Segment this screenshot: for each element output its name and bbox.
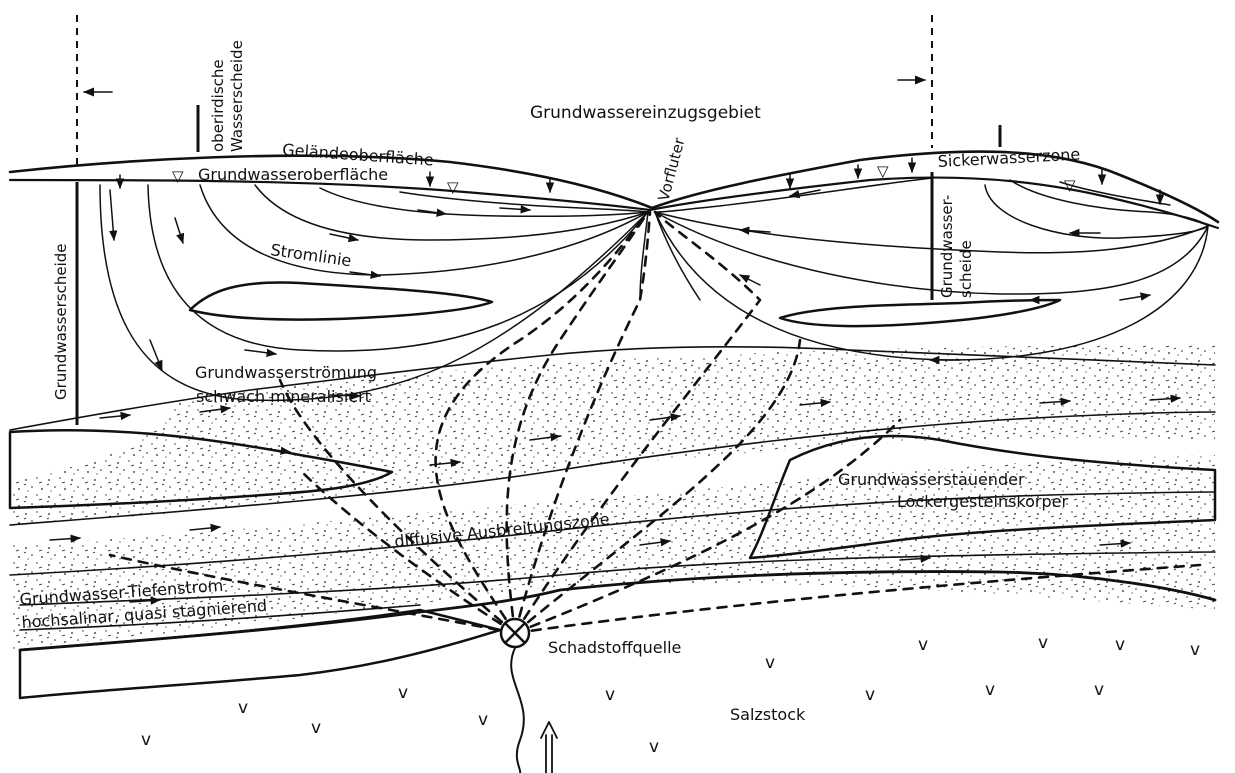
label-surface-divide-1: oberirdische — [209, 59, 227, 152]
label-catchment: Grundwassereinzugsgebiet — [530, 103, 761, 123]
salt-marker: v — [1190, 640, 1200, 660]
salt-marker: v — [765, 653, 775, 673]
hatched-lens-upper-left — [190, 282, 492, 319]
label-gw-divide-right-1: Grundwasser- — [938, 195, 956, 298]
salt-marker: v — [605, 685, 615, 705]
contaminant-source-symbol — [501, 619, 529, 647]
salt-marker: v — [1094, 680, 1104, 700]
label-gw-divide-right-2: scheide — [957, 240, 975, 298]
label-gw-flow-1: Grundwasserströmung — [195, 363, 377, 382]
salt-marker: v — [985, 680, 995, 700]
label-receiving-water: Vorfluter — [654, 135, 688, 203]
salt-marker: v — [865, 685, 875, 705]
salt-marker: v — [1038, 633, 1048, 653]
salt-marker: v — [918, 635, 928, 655]
salt-marker: v — [398, 683, 408, 703]
salt-marker: v — [141, 730, 151, 750]
source-feed-line — [511, 648, 524, 773]
water-table-marker: ▽ — [1064, 176, 1076, 194]
label-aquitard-1: Grundwasserstauender — [838, 470, 1025, 489]
salt-marker: v — [1115, 635, 1125, 655]
label-aquitard-2: Lockergesteinskörper — [897, 492, 1068, 511]
label-vadose-zone: Sickerwasserzone — [937, 145, 1080, 171]
label-gw-divide-left: Grundwasserscheide — [52, 243, 70, 400]
water-table-line — [10, 178, 1218, 228]
salt-marker: v — [238, 698, 248, 718]
label-gw-flow-2: schwach mineralisiert — [196, 387, 371, 406]
water-table-marker: ▽ — [447, 178, 459, 196]
salt-marker: v — [649, 737, 659, 757]
water-table-marker: ▽ — [877, 162, 889, 180]
source-feed-arrow — [541, 722, 557, 773]
label-contaminant-source: Schadstoffquelle — [548, 638, 681, 657]
salt-marker: v — [478, 710, 488, 730]
hatched-lens-upper-right — [780, 300, 1060, 326]
salt-marker: v — [311, 718, 321, 738]
label-streamline: Stromlinie — [269, 240, 352, 270]
label-surface-divide-2: Wasserscheide — [228, 40, 246, 152]
label-salt-dome: Salzstock — [730, 705, 806, 724]
water-table-marker: ▽ — [172, 167, 184, 185]
label-water-table: Grundwasseroberfläche — [198, 165, 388, 184]
